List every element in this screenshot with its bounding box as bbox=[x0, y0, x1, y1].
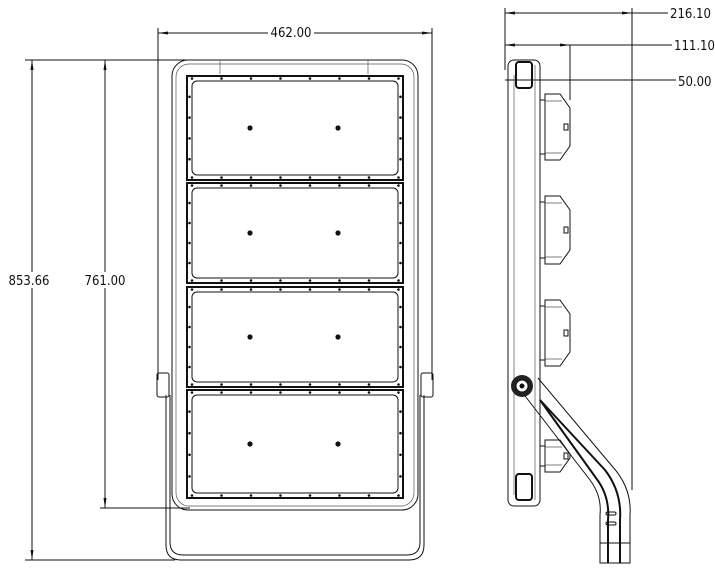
total-height-dim-label: 853.66 bbox=[9, 274, 50, 289]
front-view: 462.00 853.66 761.00 bbox=[5, 25, 434, 561]
led-modules bbox=[186, 75, 404, 499]
led-module bbox=[186, 286, 404, 388]
housing-height-dim-label: 761.00 bbox=[85, 274, 126, 289]
led-dot bbox=[335, 334, 341, 340]
pivot-knob bbox=[511, 375, 533, 397]
led-dot bbox=[247, 230, 253, 236]
led-module bbox=[186, 182, 404, 284]
driver-boxes bbox=[539, 93, 571, 473]
width-dim-label: 462.00 bbox=[271, 26, 312, 41]
led-dot bbox=[247, 334, 253, 340]
side-view: 216.10 111.10 50.00 bbox=[504, 7, 715, 564]
width-dimension: 462.00 bbox=[157, 25, 433, 380]
driver-box bbox=[539, 299, 571, 367]
led-module bbox=[186, 75, 404, 181]
housing-depth-dim-label: 50.00 bbox=[678, 75, 711, 90]
led-dot bbox=[335, 125, 341, 131]
depth-dimension-housing: 50.00 bbox=[505, 75, 711, 90]
total-depth-dim-label: 216.10 bbox=[670, 7, 711, 22]
mounting-arm bbox=[521, 377, 631, 564]
driver-box bbox=[539, 439, 571, 473]
led-dot bbox=[247, 125, 253, 131]
led-dot bbox=[335, 441, 341, 447]
led-dot bbox=[335, 230, 341, 236]
driver-depth-dim-label: 111.10 bbox=[674, 39, 715, 54]
depth-dimension-driver: 111.10 bbox=[505, 39, 715, 100]
height-dimension-housing: 761.00 bbox=[82, 60, 190, 509]
led-dot bbox=[247, 441, 253, 447]
driver-box bbox=[539, 93, 571, 161]
driver-box bbox=[539, 195, 571, 265]
led-module bbox=[186, 389, 404, 499]
depth-dimension-total: 216.10 bbox=[504, 7, 711, 490]
